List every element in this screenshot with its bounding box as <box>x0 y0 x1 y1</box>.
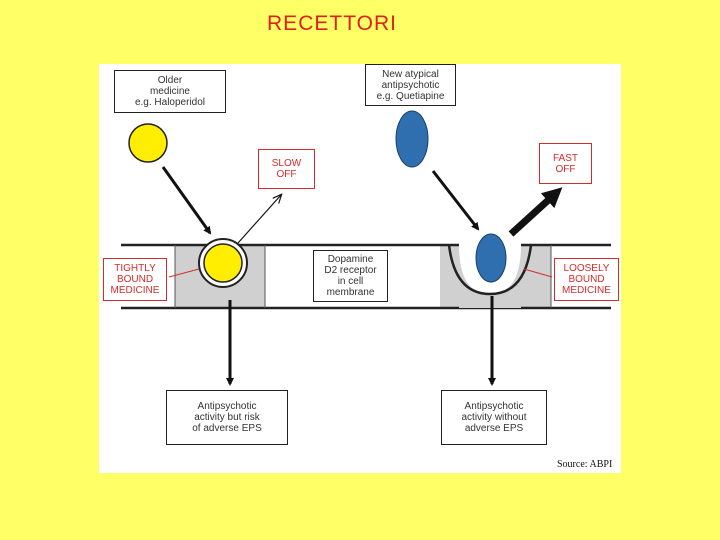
haloperidol-binding-arrow <box>161 166 212 235</box>
quetiapine-binding-arrow <box>431 170 480 231</box>
new-atypical-label: New atypical antipsychotic e.g. Quetiapi… <box>365 64 456 106</box>
receptor-binding-diagram: Older medicine e.g. Haloperidol New atyp… <box>99 64 621 473</box>
older-medicine-label: Older medicine e.g. Haloperidol <box>114 70 226 113</box>
right-outcome-label: Antipsychotic activity without adverse E… <box>441 390 547 445</box>
tightly-bound-label: TIGHTLY BOUND MEDICINE <box>103 258 167 301</box>
loosely-bound-leader <box>523 268 553 278</box>
fast-off-label: FAST OFF <box>539 143 592 184</box>
membrane-right-block-left <box>440 245 459 308</box>
haloperidol-bound-circle <box>203 243 243 283</box>
tightly-bound-leader <box>168 268 200 278</box>
d2-receptor-label: Dopamine D2 receptor in cell membrane <box>313 250 388 302</box>
quetiapine-bound-ellipse <box>475 233 507 283</box>
diagram-graphics <box>121 110 611 386</box>
slide-title: RECETTORI <box>267 12 397 35</box>
fast-off-arrow <box>508 187 563 237</box>
slow-off-label: SLOW OFF <box>258 149 315 189</box>
haloperidol-free-circle <box>128 123 168 163</box>
left-outcome-label: Antipsychotic activity but risk of adver… <box>166 390 288 445</box>
quetiapine-free-ellipse <box>395 110 429 168</box>
source-credit: Source: ABPI <box>557 459 613 470</box>
membrane-right-block-right <box>521 245 551 308</box>
loosely-bound-label: LOOSELY BOUND MEDICINE <box>554 258 619 301</box>
slow-off-arrow <box>237 195 281 244</box>
